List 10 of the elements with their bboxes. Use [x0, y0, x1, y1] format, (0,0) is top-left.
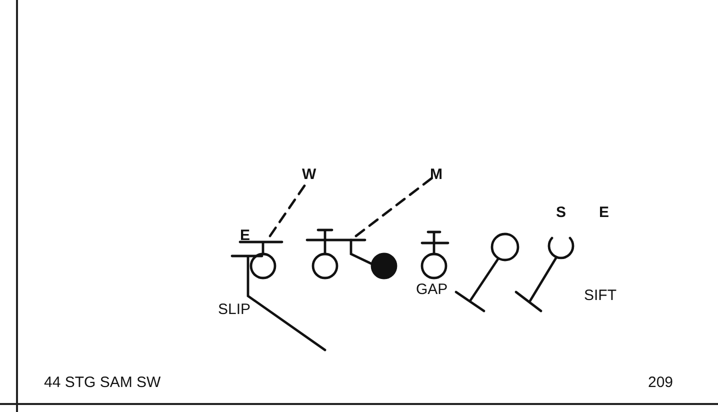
player-letter: S [556, 205, 566, 220]
play-name: 44 STG SAM SW [44, 375, 161, 390]
page-number: 209 [648, 375, 674, 390]
route-label: GAP [416, 282, 448, 297]
player-letter: M [430, 167, 442, 182]
player-letter: E [599, 205, 610, 220]
route-label: SLIP [218, 302, 251, 317]
route-label: SIFT [584, 288, 616, 303]
player-letter: E [240, 228, 250, 243]
player-letter: W [302, 167, 316, 182]
